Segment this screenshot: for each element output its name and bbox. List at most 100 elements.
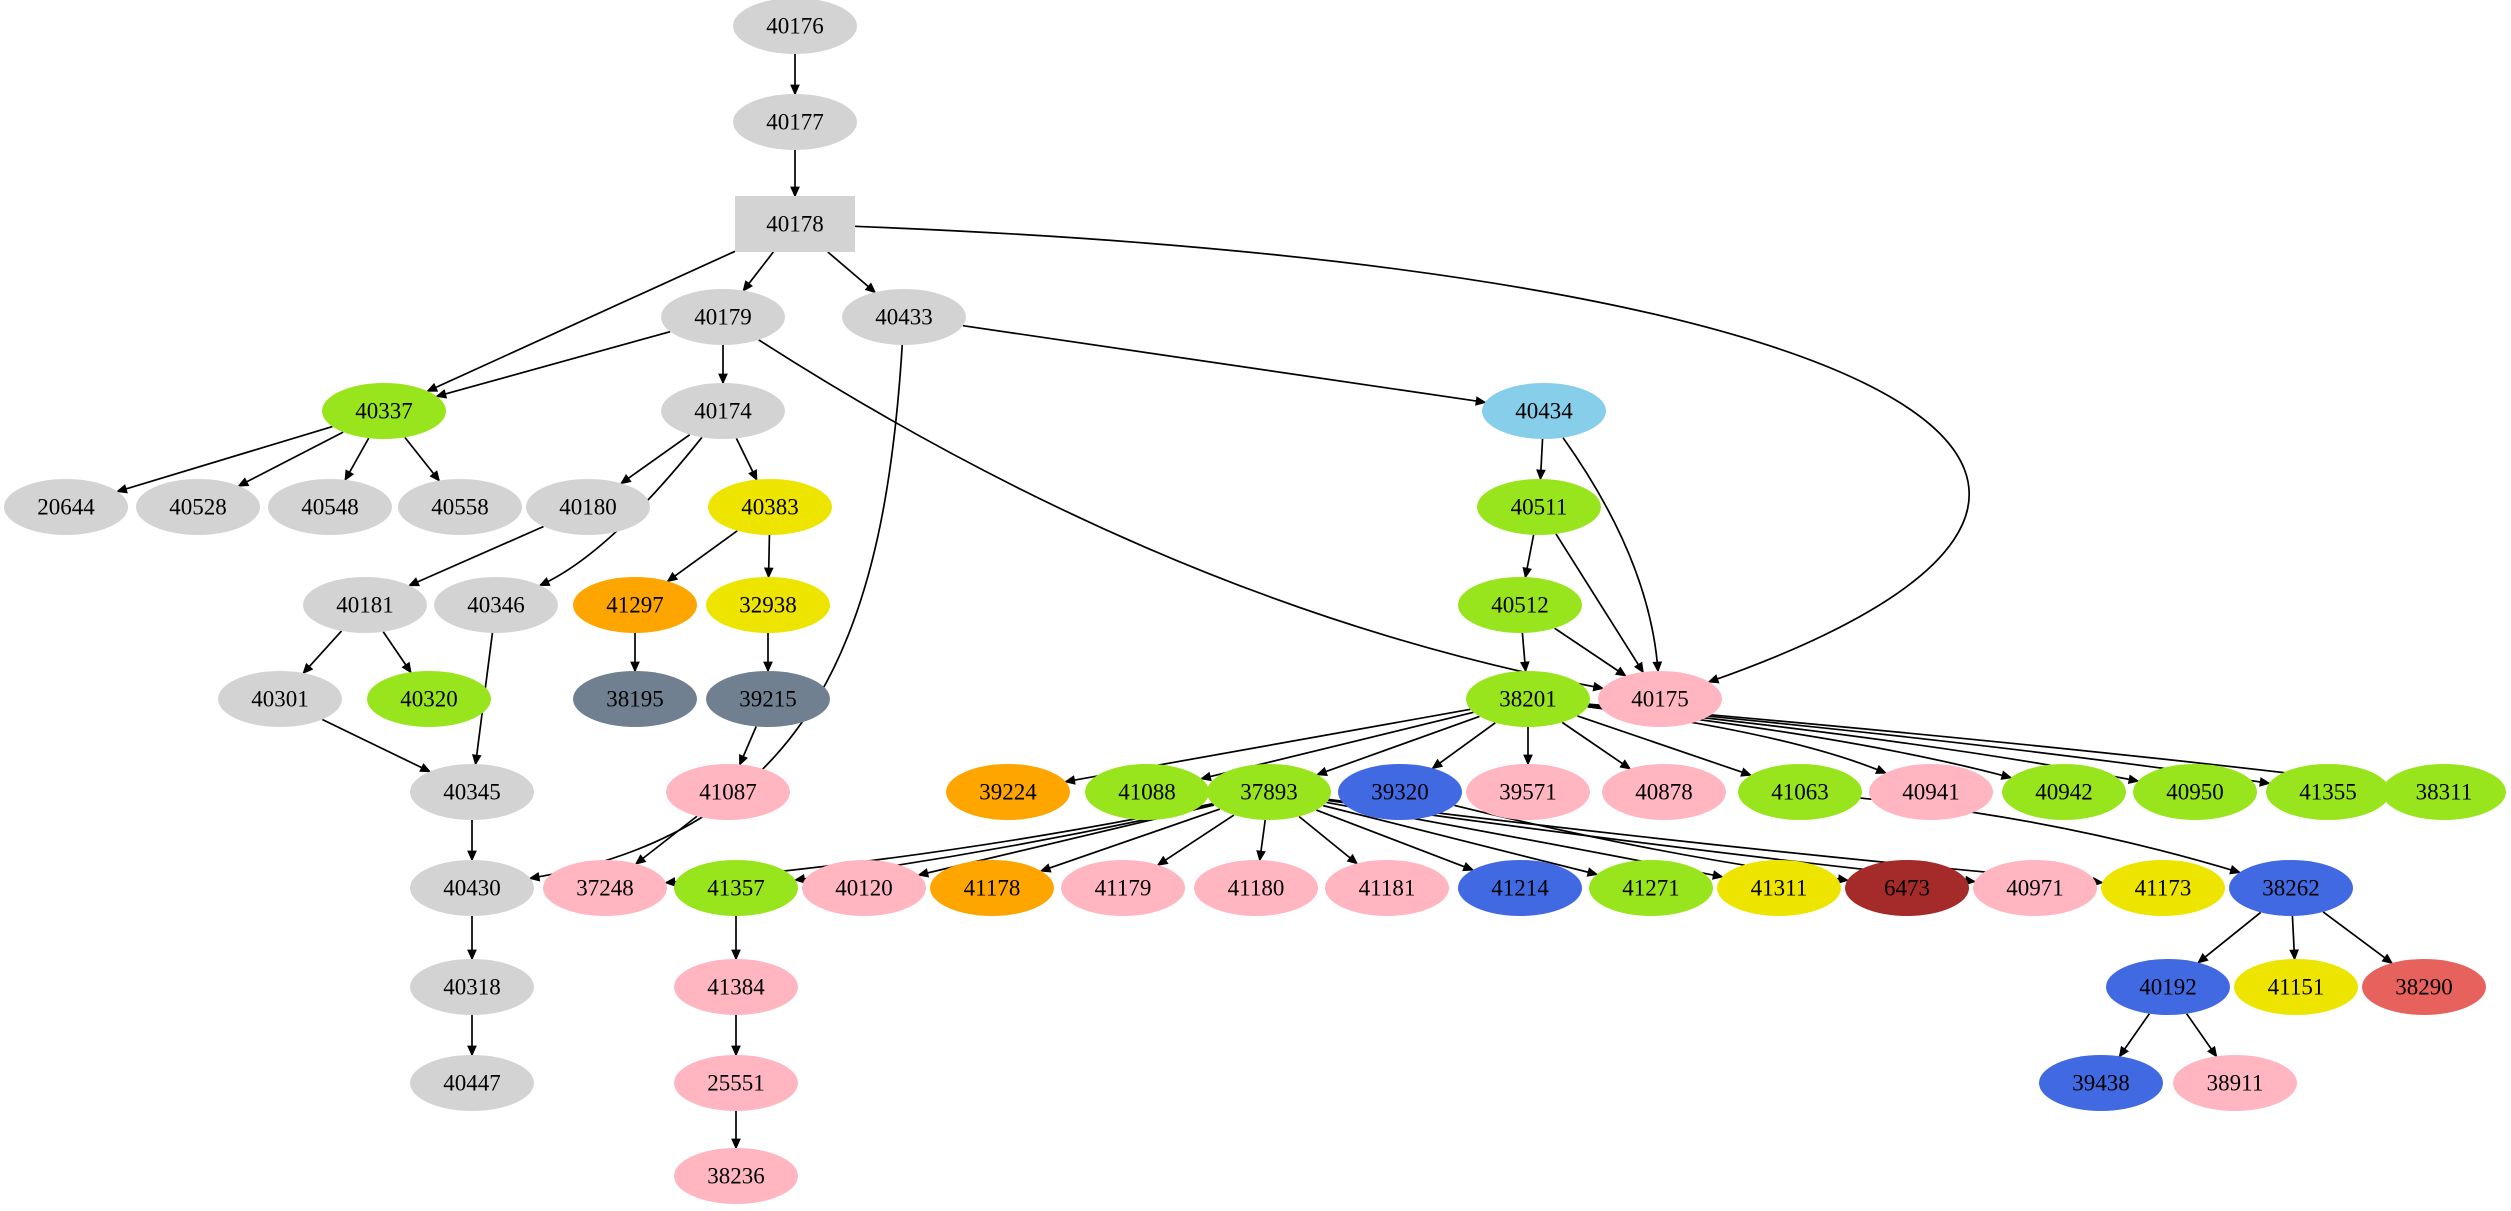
graph-node-38290: 38290 xyxy=(2362,959,2486,1015)
node-label: 41173 xyxy=(2135,875,2192,900)
graph-node-41180: 41180 xyxy=(1194,860,1318,916)
graph-node-40176: 40176 xyxy=(733,0,857,54)
node-label: 38236 xyxy=(707,1163,765,1188)
graph-node-41173: 41173 xyxy=(2101,860,2225,916)
node-shape-ellipse xyxy=(410,764,534,820)
graph-node-40180: 40180 xyxy=(526,479,650,535)
node-label: 38262 xyxy=(2262,875,2320,900)
node-shape-ellipse xyxy=(2133,764,2257,820)
node-shape-ellipse xyxy=(1973,860,2097,916)
node-shape-ellipse xyxy=(1325,860,1449,916)
graph-node-39438: 39438 xyxy=(2039,1055,2163,1111)
node-shape-ellipse xyxy=(706,577,830,633)
graph-node-41214: 41214 xyxy=(1458,860,1582,916)
node-shape-ellipse xyxy=(1482,383,1606,439)
node-shape-ellipse xyxy=(1589,860,1713,916)
node-shape-ellipse xyxy=(842,289,966,345)
graph-node-32938: 32938 xyxy=(706,577,830,633)
edge-40337-to-40558 xyxy=(404,436,441,482)
graph-node-40433: 40433 xyxy=(842,289,966,345)
node-shape-ellipse xyxy=(2382,764,2506,820)
node-shape-ellipse xyxy=(322,383,446,439)
edge-37893-to-41180 xyxy=(1256,819,1267,862)
graph-node-41088: 41088 xyxy=(1085,764,1209,820)
edge-40174-to-40346 xyxy=(538,436,703,587)
graph-node-6473: 6473 xyxy=(1845,860,1969,916)
node-label: 41271 xyxy=(1622,875,1680,900)
node-shape-ellipse xyxy=(1466,671,1590,727)
graph-node-41297: 41297 xyxy=(573,577,697,633)
node-label: 40174 xyxy=(694,398,752,423)
edge-38262-to-40192 xyxy=(2197,911,2262,964)
node-label: 41063 xyxy=(1771,779,1829,804)
node-shape-ellipse xyxy=(136,479,260,535)
node-shape-ellipse xyxy=(733,0,857,54)
node-shape-ellipse xyxy=(1717,860,1841,916)
edge-40181-to-40320 xyxy=(382,631,412,674)
node-label: 40176 xyxy=(766,13,824,38)
node-shape-ellipse xyxy=(367,671,491,727)
graph-node-38262: 38262 xyxy=(2229,860,2353,916)
edge-37893-to-41173 xyxy=(1328,798,2104,887)
node-label: 40320 xyxy=(400,686,458,711)
node-label: 40434 xyxy=(1515,398,1573,423)
graph-node-40345: 40345 xyxy=(410,764,534,820)
node-shape-ellipse xyxy=(303,577,427,633)
node-shape-ellipse xyxy=(1477,479,1601,535)
node-shape-ellipse xyxy=(2101,860,2225,916)
node-shape-ellipse xyxy=(1085,764,1209,820)
edge-40181-to-40301 xyxy=(302,630,343,675)
edge-37893-to-41214 xyxy=(1316,809,1475,872)
node-shape-ellipse xyxy=(946,764,1070,820)
node-label: 38195 xyxy=(606,686,664,711)
graph-node-40971: 40971 xyxy=(1973,860,2097,916)
node-label: 40511 xyxy=(1511,494,1568,519)
graph-node-40337: 40337 xyxy=(322,383,446,439)
node-label: 38311 xyxy=(2416,779,2473,804)
graph-node-40120: 40120 xyxy=(802,860,926,916)
graph-node-40383: 40383 xyxy=(708,479,832,535)
node-label: 39438 xyxy=(2072,1070,2130,1095)
graph-node-40177: 40177 xyxy=(733,94,857,150)
edge-40178-to-40433 xyxy=(827,251,877,294)
graph-node-41355: 41355 xyxy=(2266,764,2390,820)
node-shape-ellipse xyxy=(1738,764,1862,820)
node-shape-ellipse xyxy=(1207,764,1331,820)
node-label: 40345 xyxy=(443,779,501,804)
node-label: 40433 xyxy=(875,304,933,329)
node-label: 20644 xyxy=(37,494,95,519)
node-label: 38911 xyxy=(2207,1070,2264,1095)
graph-node-41271: 41271 xyxy=(1589,860,1713,916)
node-label: 38201 xyxy=(1499,686,1557,711)
graph-node-40511: 40511 xyxy=(1477,479,1601,535)
node-shape-ellipse xyxy=(1458,860,1582,916)
edge-40178-to-40337 xyxy=(426,250,736,392)
edge-37893-to-41179 xyxy=(1156,814,1235,866)
graph-node-38195: 38195 xyxy=(573,671,697,727)
node-label: 37248 xyxy=(576,875,634,900)
graph-node-39320: 39320 xyxy=(1338,764,1462,820)
node-label: 41088 xyxy=(1118,779,1176,804)
node-label: 40175 xyxy=(1631,686,1689,711)
graph-node-40318: 40318 xyxy=(410,959,534,1015)
node-label: 41179 xyxy=(1095,875,1152,900)
node-label: 40318 xyxy=(443,974,501,999)
node-label: 40120 xyxy=(835,875,893,900)
graph-node-40558: 40558 xyxy=(398,479,522,535)
node-label: 40383 xyxy=(741,494,799,519)
node-shape-ellipse xyxy=(573,577,697,633)
edge-40179-to-40175 xyxy=(758,339,1605,692)
node-label: 41214 xyxy=(1491,875,1549,900)
edge-40179-to-40337 xyxy=(435,330,671,399)
node-shape-ellipse xyxy=(674,1148,798,1204)
node-label: 39224 xyxy=(979,779,1037,804)
node-shape-ellipse xyxy=(2229,860,2353,916)
node-shape-ellipse xyxy=(2362,959,2486,1015)
node-label: 6473 xyxy=(1884,875,1930,900)
node-label: 40447 xyxy=(443,1070,501,1095)
node-label: 40942 xyxy=(2035,779,2093,804)
edge-40434-to-40511 xyxy=(1536,438,1546,481)
graph-node-37248: 37248 xyxy=(543,860,667,916)
node-shape-ellipse xyxy=(1194,860,1318,916)
